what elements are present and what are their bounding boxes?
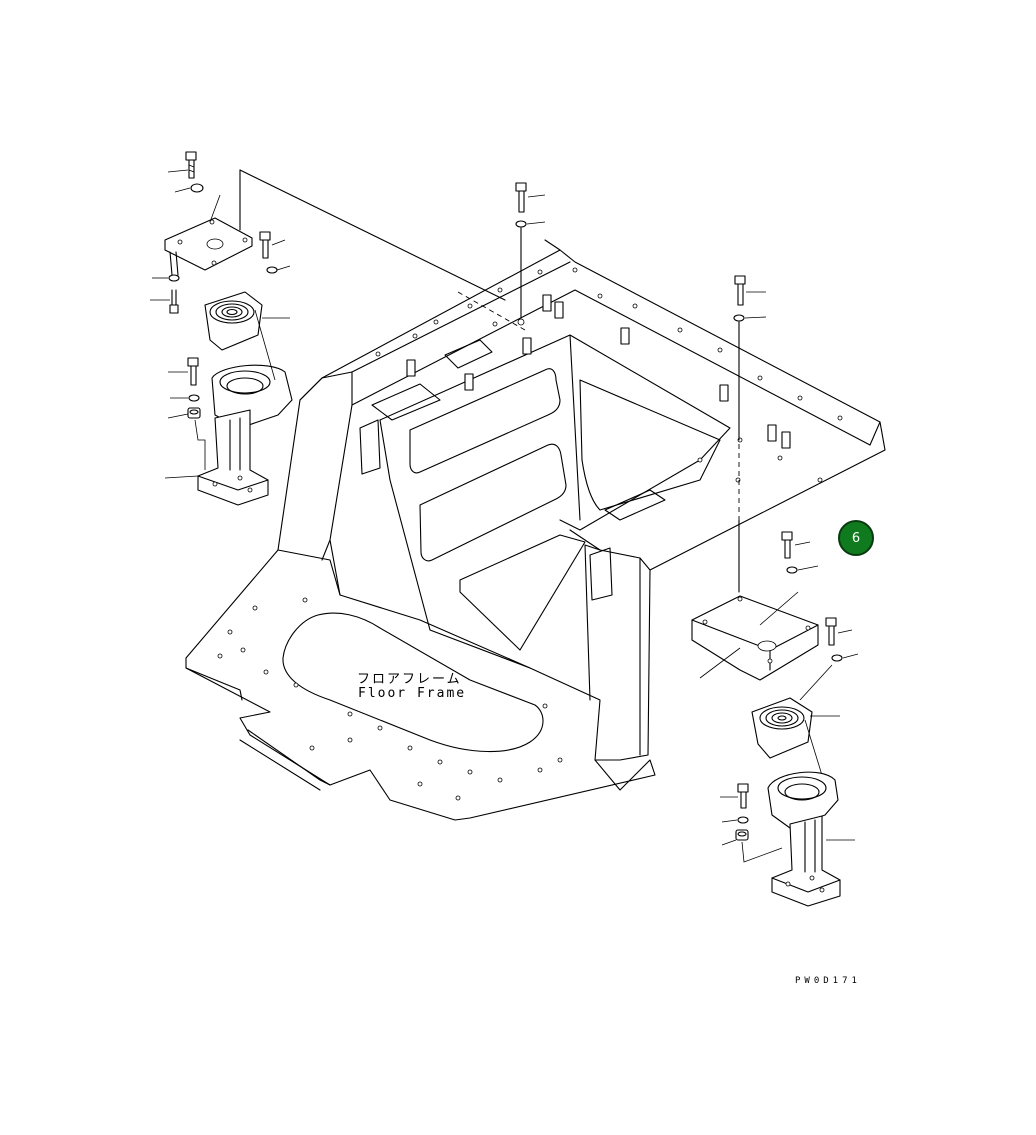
left-bolt-top	[167, 151, 197, 179]
left-rubber-mount	[204, 291, 263, 351]
frame-posts	[406, 294, 791, 449]
right-rubber-mount	[751, 697, 813, 759]
floor-holes	[217, 597, 563, 801]
part-label-japanese: フロアフレーム	[357, 672, 462, 687]
floor-frame	[185, 239, 886, 821]
left-washer-top	[190, 183, 204, 193]
right-top-plate	[691, 595, 819, 681]
right-mount-assembly	[691, 531, 859, 907]
part-label-english: Floor Frame	[358, 686, 467, 701]
right-bolt-assembly	[733, 275, 767, 593]
frame-holes	[375, 267, 843, 483]
left-pedestal	[197, 409, 269, 506]
drawing-code: PW0D171	[795, 976, 861, 986]
center-bolt-assembly	[515, 182, 546, 326]
callout-badge[interactable]: 6	[838, 520, 874, 556]
right-pedestal	[771, 815, 841, 907]
left-mount-assembly	[150, 151, 526, 506]
